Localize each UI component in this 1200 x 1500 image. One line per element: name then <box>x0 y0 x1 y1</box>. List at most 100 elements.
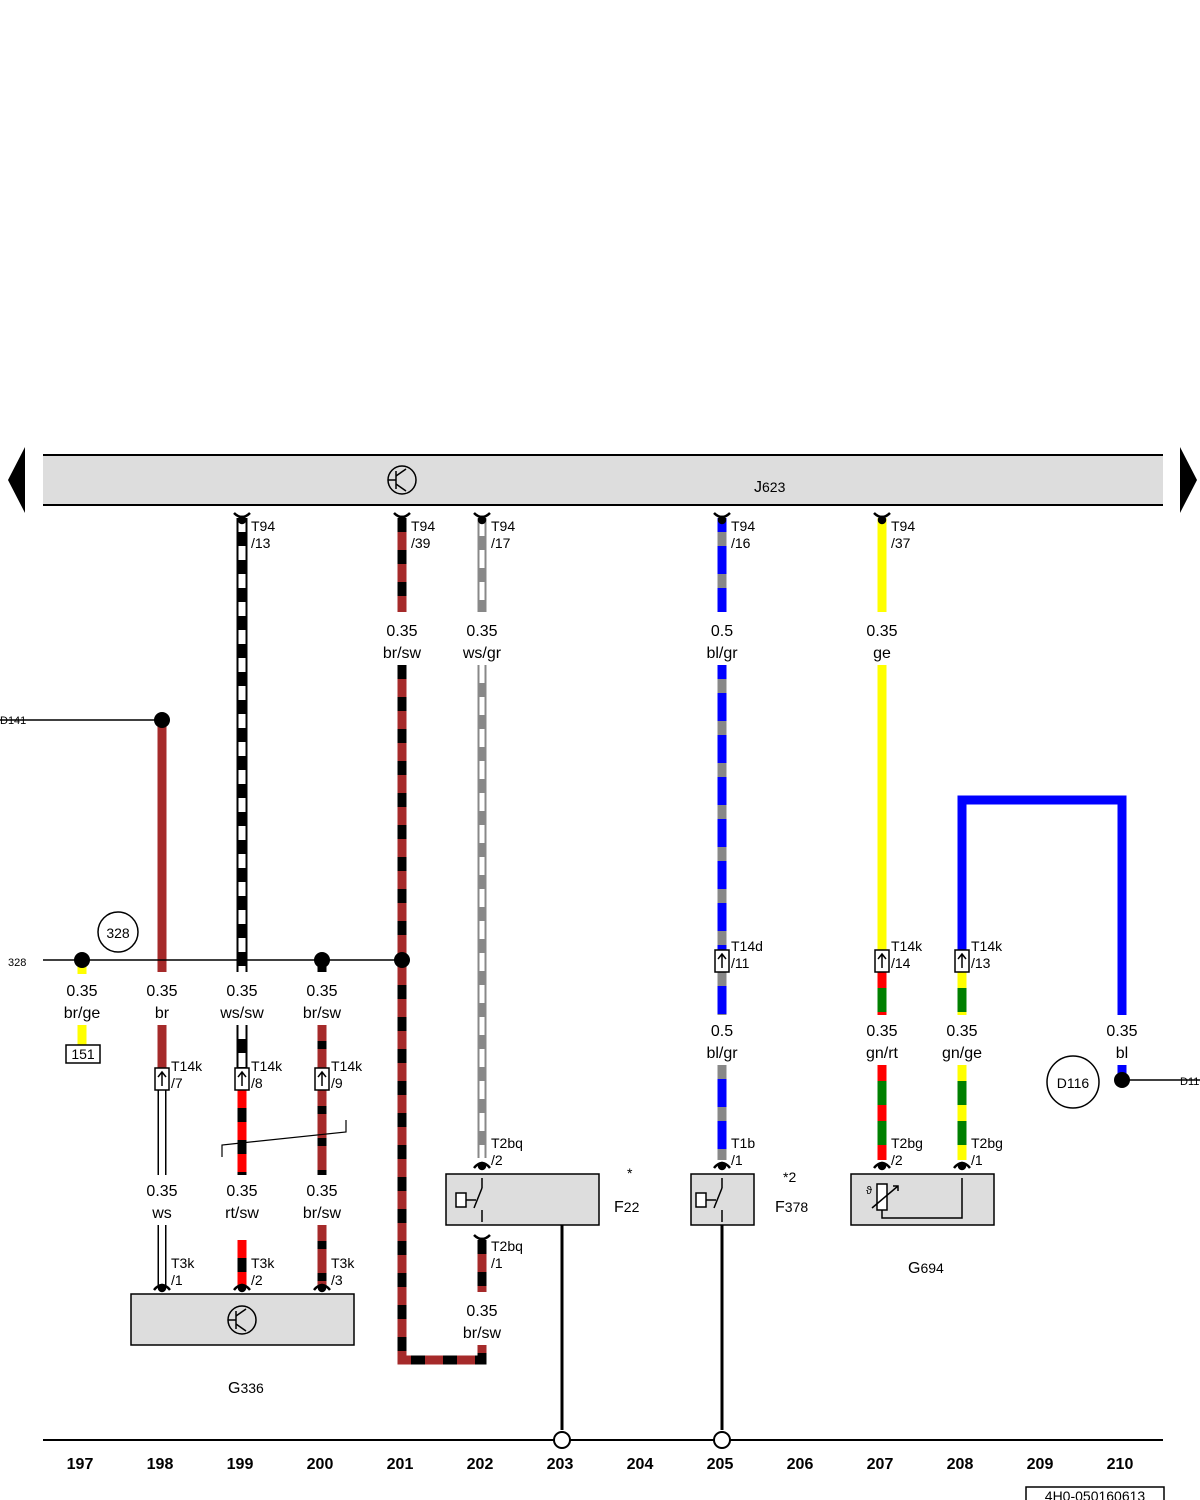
page-next-arrow-icon[interactable] <box>1180 447 1197 513</box>
svg-text:201: 201 <box>387 1456 414 1473</box>
transistor-icon <box>387 465 417 495</box>
svg-text:bl/gr: bl/gr <box>706 1045 738 1062</box>
svg-text:T14k: T14k <box>971 938 1003 954</box>
svg-text:T14k: T14k <box>331 1058 363 1074</box>
svg-text:br/sw: br/sw <box>383 645 422 662</box>
svg-text:br/sw: br/sw <box>463 1325 502 1342</box>
svg-text:/3: /3 <box>331 1272 343 1288</box>
edge-ref-d116: D116 <box>1180 1076 1200 1088</box>
pressure-switch-icon <box>695 1178 723 1222</box>
svg-text:/2: /2 <box>491 1152 503 1168</box>
component-g336[interactable] <box>130 1293 355 1346</box>
svg-text:207: 207 <box>867 1456 894 1473</box>
svg-text:D116: D116 <box>1057 1075 1090 1091</box>
module-body <box>43 455 1163 505</box>
component-f22[interactable] <box>445 1173 600 1226</box>
svg-text:/13: /13 <box>251 535 271 551</box>
svg-text:200: 200 <box>307 1456 334 1473</box>
svg-text:ws: ws <box>151 1205 172 1222</box>
svg-text:0.35: 0.35 <box>66 983 97 1000</box>
svg-text:204: 204 <box>627 1456 654 1473</box>
svg-text:T2bq: T2bq <box>491 1135 523 1151</box>
svg-text:328: 328 <box>106 925 130 941</box>
ground-point-205[interactable] <box>713 1431 731 1449</box>
pressure-switch-icon <box>455 1178 483 1222</box>
svg-text:/7: /7 <box>171 1075 183 1091</box>
footnote-asterisk-2: *2 <box>783 1169 796 1185</box>
footnote-asterisk: * <box>627 1165 633 1181</box>
svg-text:210: 210 <box>1107 1456 1134 1473</box>
svg-text:208: 208 <box>947 1456 974 1473</box>
svg-text:/1: /1 <box>491 1255 503 1271</box>
ref-box-151[interactable]: 151 <box>65 1044 101 1064</box>
svg-text:209: 209 <box>1027 1456 1054 1473</box>
svg-text:0.35: 0.35 <box>866 1023 897 1040</box>
svg-text:/17: /17 <box>491 535 511 551</box>
svg-text:T14k: T14k <box>251 1058 283 1074</box>
svg-text:205: 205 <box>707 1456 734 1473</box>
svg-text:/1: /1 <box>971 1152 983 1168</box>
twisted-pair-bracket <box>221 1120 347 1157</box>
module-j623[interactable]: J623 <box>43 454 1163 506</box>
label-g694: G694 <box>908 1260 944 1277</box>
svg-text:4H0-050160613: 4H0-050160613 <box>1045 1488 1146 1500</box>
svg-text:T2bg: T2bg <box>971 1135 1003 1151</box>
svg-text:/11: /11 <box>731 955 750 971</box>
svg-text:0.35: 0.35 <box>466 623 497 640</box>
svg-text:T3k: T3k <box>251 1255 275 1271</box>
ground-point-203[interactable] <box>553 1431 571 1449</box>
svg-text:br/ge: br/ge <box>64 1005 101 1022</box>
svg-text:/9: /9 <box>331 1075 343 1091</box>
svg-text:0.5: 0.5 <box>711 623 733 640</box>
svg-text:0.35: 0.35 <box>1106 1023 1137 1040</box>
component-f378[interactable] <box>690 1173 755 1226</box>
component-g694[interactable]: ϑ <box>850 1173 995 1226</box>
svg-text:0.35: 0.35 <box>466 1303 497 1320</box>
svg-text:198: 198 <box>147 1456 174 1473</box>
transistor-icon <box>227 1305 257 1335</box>
svg-text:/37: /37 <box>891 535 911 551</box>
connector-labels: T94/13 T94/39 T94/17 T94/16 T94/37 T14d/… <box>171 518 1003 1288</box>
page-prev-arrow-icon[interactable] <box>8 447 25 513</box>
svg-text:202: 202 <box>467 1456 494 1473</box>
label-f378: F378 <box>775 1199 808 1216</box>
wire-blue-loop <box>957 795 1127 1015</box>
ref-circle-328[interactable]: 328 <box>97 911 139 953</box>
svg-text:0.35: 0.35 <box>866 623 897 640</box>
ref-circle-d116[interactable]: D116 <box>1046 1055 1100 1109</box>
svg-text:gn/rt: gn/rt <box>866 1045 899 1062</box>
svg-text:/2: /2 <box>891 1152 903 1168</box>
label-g336: G336 <box>228 1380 264 1397</box>
svg-text:/1: /1 <box>731 1152 743 1168</box>
svg-text:bl/gr: bl/gr <box>706 645 738 662</box>
svg-text:T1b: T1b <box>731 1135 755 1151</box>
svg-text:0.35: 0.35 <box>146 1183 177 1200</box>
label-f22: F22 <box>614 1199 640 1216</box>
svg-text:br/sw: br/sw <box>303 1205 342 1222</box>
svg-text:T14k: T14k <box>171 1058 203 1074</box>
svg-text:197: 197 <box>67 1456 94 1473</box>
svg-text:0.35: 0.35 <box>226 1183 257 1200</box>
svg-text:T3k: T3k <box>331 1255 355 1271</box>
svg-text:T94: T94 <box>491 518 515 534</box>
svg-text:br: br <box>155 1005 170 1022</box>
edge-ref-d141: D141 <box>0 715 26 727</box>
svg-text:0.35: 0.35 <box>306 1183 337 1200</box>
svg-text:0.35: 0.35 <box>306 983 337 1000</box>
svg-text:0.35: 0.35 <box>386 623 417 640</box>
svg-text:T14d: T14d <box>731 938 763 954</box>
svg-text:ws/sw: ws/sw <box>219 1005 264 1022</box>
svg-text:151: 151 <box>71 1046 95 1062</box>
junction-dots <box>74 712 1130 1088</box>
svg-text:T94: T94 <box>731 518 755 534</box>
svg-text:br/sw: br/sw <box>303 1005 342 1022</box>
svg-text:/14: /14 <box>891 955 911 971</box>
svg-text:0.35: 0.35 <box>226 983 257 1000</box>
svg-text:T94: T94 <box>411 518 435 534</box>
svg-text:T2bg: T2bg <box>891 1135 923 1151</box>
svg-text:bl: bl <box>1116 1045 1128 1062</box>
svg-text:T2bq: T2bq <box>491 1238 523 1254</box>
svg-text:ws/gr: ws/gr <box>462 645 502 662</box>
